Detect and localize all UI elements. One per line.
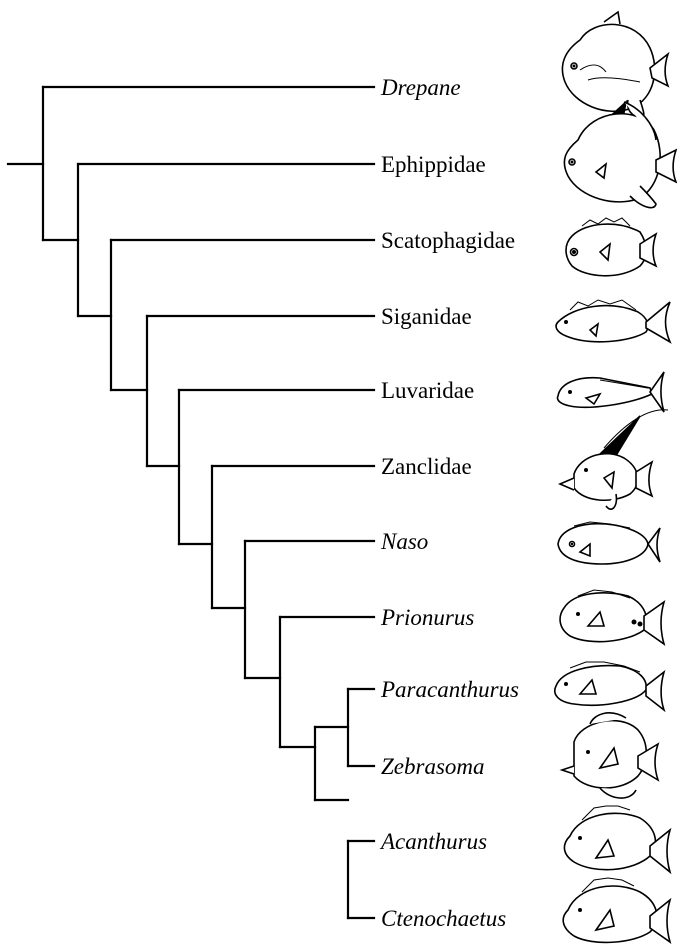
zebrasoma-fish-icon (562, 713, 658, 798)
drepane-fish-icon (562, 12, 668, 118)
taxon-label-scatophagidae: Scatophagidae (381, 228, 515, 253)
tree-branches (8, 87, 374, 918)
taxon-label-paracanthurus: Paracanthurus (380, 677, 519, 702)
taxon-label-naso: Naso (380, 529, 428, 554)
taxon-label-zanclidae: Zanclidae (381, 454, 472, 479)
acanthurus-fish-icon (564, 806, 670, 872)
taxon-label-drepane: Drepane (380, 75, 461, 100)
taxon-labels: Drepane Ephippidae Scatophagidae Siganid… (379, 75, 519, 931)
taxon-label-siganidae: Siganidae (381, 304, 472, 329)
taxon-label-ephippidae: Ephippidae (381, 152, 486, 177)
luvaridae-fish-icon (558, 372, 665, 412)
taxon-label-luvaridae: Luvaridae (381, 378, 474, 403)
siganidae-fish-icon (556, 300, 670, 342)
taxon-label-ctenochaetus: Ctenochaetus (381, 906, 506, 931)
ctenochaetus-fish-icon (563, 878, 670, 942)
paracanthurus-fish-icon (555, 662, 664, 710)
prionurus-fish-icon (560, 590, 664, 644)
taxon-label-acanthurus: Acanthurus (379, 829, 487, 854)
taxon-label-prionurus: Prionurus (380, 605, 474, 630)
taxon-label-zebrasoma: Zebrasoma (381, 754, 485, 779)
naso-fish-icon (558, 522, 660, 564)
zanclidae-fish-icon (560, 410, 668, 509)
fish-illustrations (555, 12, 676, 942)
ephippidae-fish-icon (564, 102, 676, 208)
scatophagidae-fish-icon (566, 218, 656, 276)
